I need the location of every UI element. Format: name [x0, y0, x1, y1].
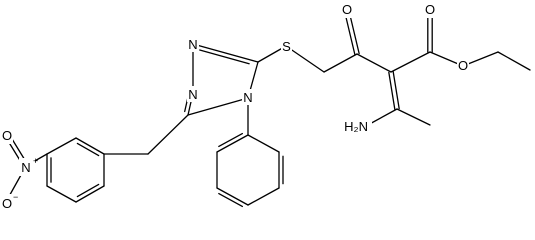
- bond-alpha-ester: [390, 51, 431, 73]
- bond-ketone-double-a: [348, 10, 360, 55]
- atom-labels: S O O O N N N H₂N N + O O −: [1, 2, 469, 212]
- bond-ketone-alpha: [356, 53, 392, 73]
- bond-s-ch2: [285, 45, 325, 73]
- bond-ring2-4-inner: [218, 192, 244, 208]
- bond-lines: [4, 10, 531, 208]
- bond-ch2-triazole: [147, 114, 189, 155]
- bond-ring2-6-inner: [218, 132, 244, 148]
- charge-plus: +: [33, 156, 38, 166]
- bond-ketone-double-b: [344, 11, 356, 56]
- atom-nitrogen-1: N: [188, 37, 197, 52]
- atom-nitrogen-4: N: [243, 90, 252, 105]
- atom-nitro-nitrogen: N: [21, 160, 30, 175]
- atom-nitrogen-2: N: [188, 87, 197, 102]
- bond-ethyl-2: [497, 51, 531, 71]
- bond-ring2-1: [247, 134, 280, 153]
- bond-c3-n1: [192, 43, 259, 63]
- bond-c5-n4: [187, 97, 249, 116]
- bond-c3-n1-inner: [199, 49, 250, 65]
- bond-ring2-3: [247, 187, 280, 206]
- atom-nitro-oxygen-bottom: O: [2, 196, 12, 211]
- bond-enamine-double-b: [392, 70, 400, 110]
- charge-minus: −: [13, 192, 18, 202]
- bond-ring1-4: [75, 185, 105, 203]
- bond-ch2-ketone: [323, 53, 358, 73]
- atom-sulfur: S: [282, 39, 291, 54]
- bond-ring1-4-inner: [76, 183, 100, 198]
- bond-ring2-4: [216, 187, 249, 206]
- atom-oxygen-ketone: O: [342, 2, 352, 17]
- atom-nitro-oxygen-top: O: [2, 128, 12, 143]
- atom-oxygen-ester: O: [458, 58, 468, 73]
- bond-ring1-5: [46, 185, 77, 203]
- atom-oxygen-ester-carbonyl: O: [425, 2, 435, 17]
- bond-methyl: [396, 108, 431, 126]
- bond-ring1-2-inner: [76, 142, 100, 157]
- molecule-structure-diagram: S O O O N N N H₂N N + O O −: [1, 2, 531, 212]
- bond-enamine-double-a: [388, 71, 396, 111]
- bond-ring1-1: [46, 137, 77, 155]
- atom-amino: H₂N: [344, 119, 368, 134]
- bond-ring2-6: [216, 134, 249, 153]
- bond-ring1-2: [75, 137, 105, 155]
